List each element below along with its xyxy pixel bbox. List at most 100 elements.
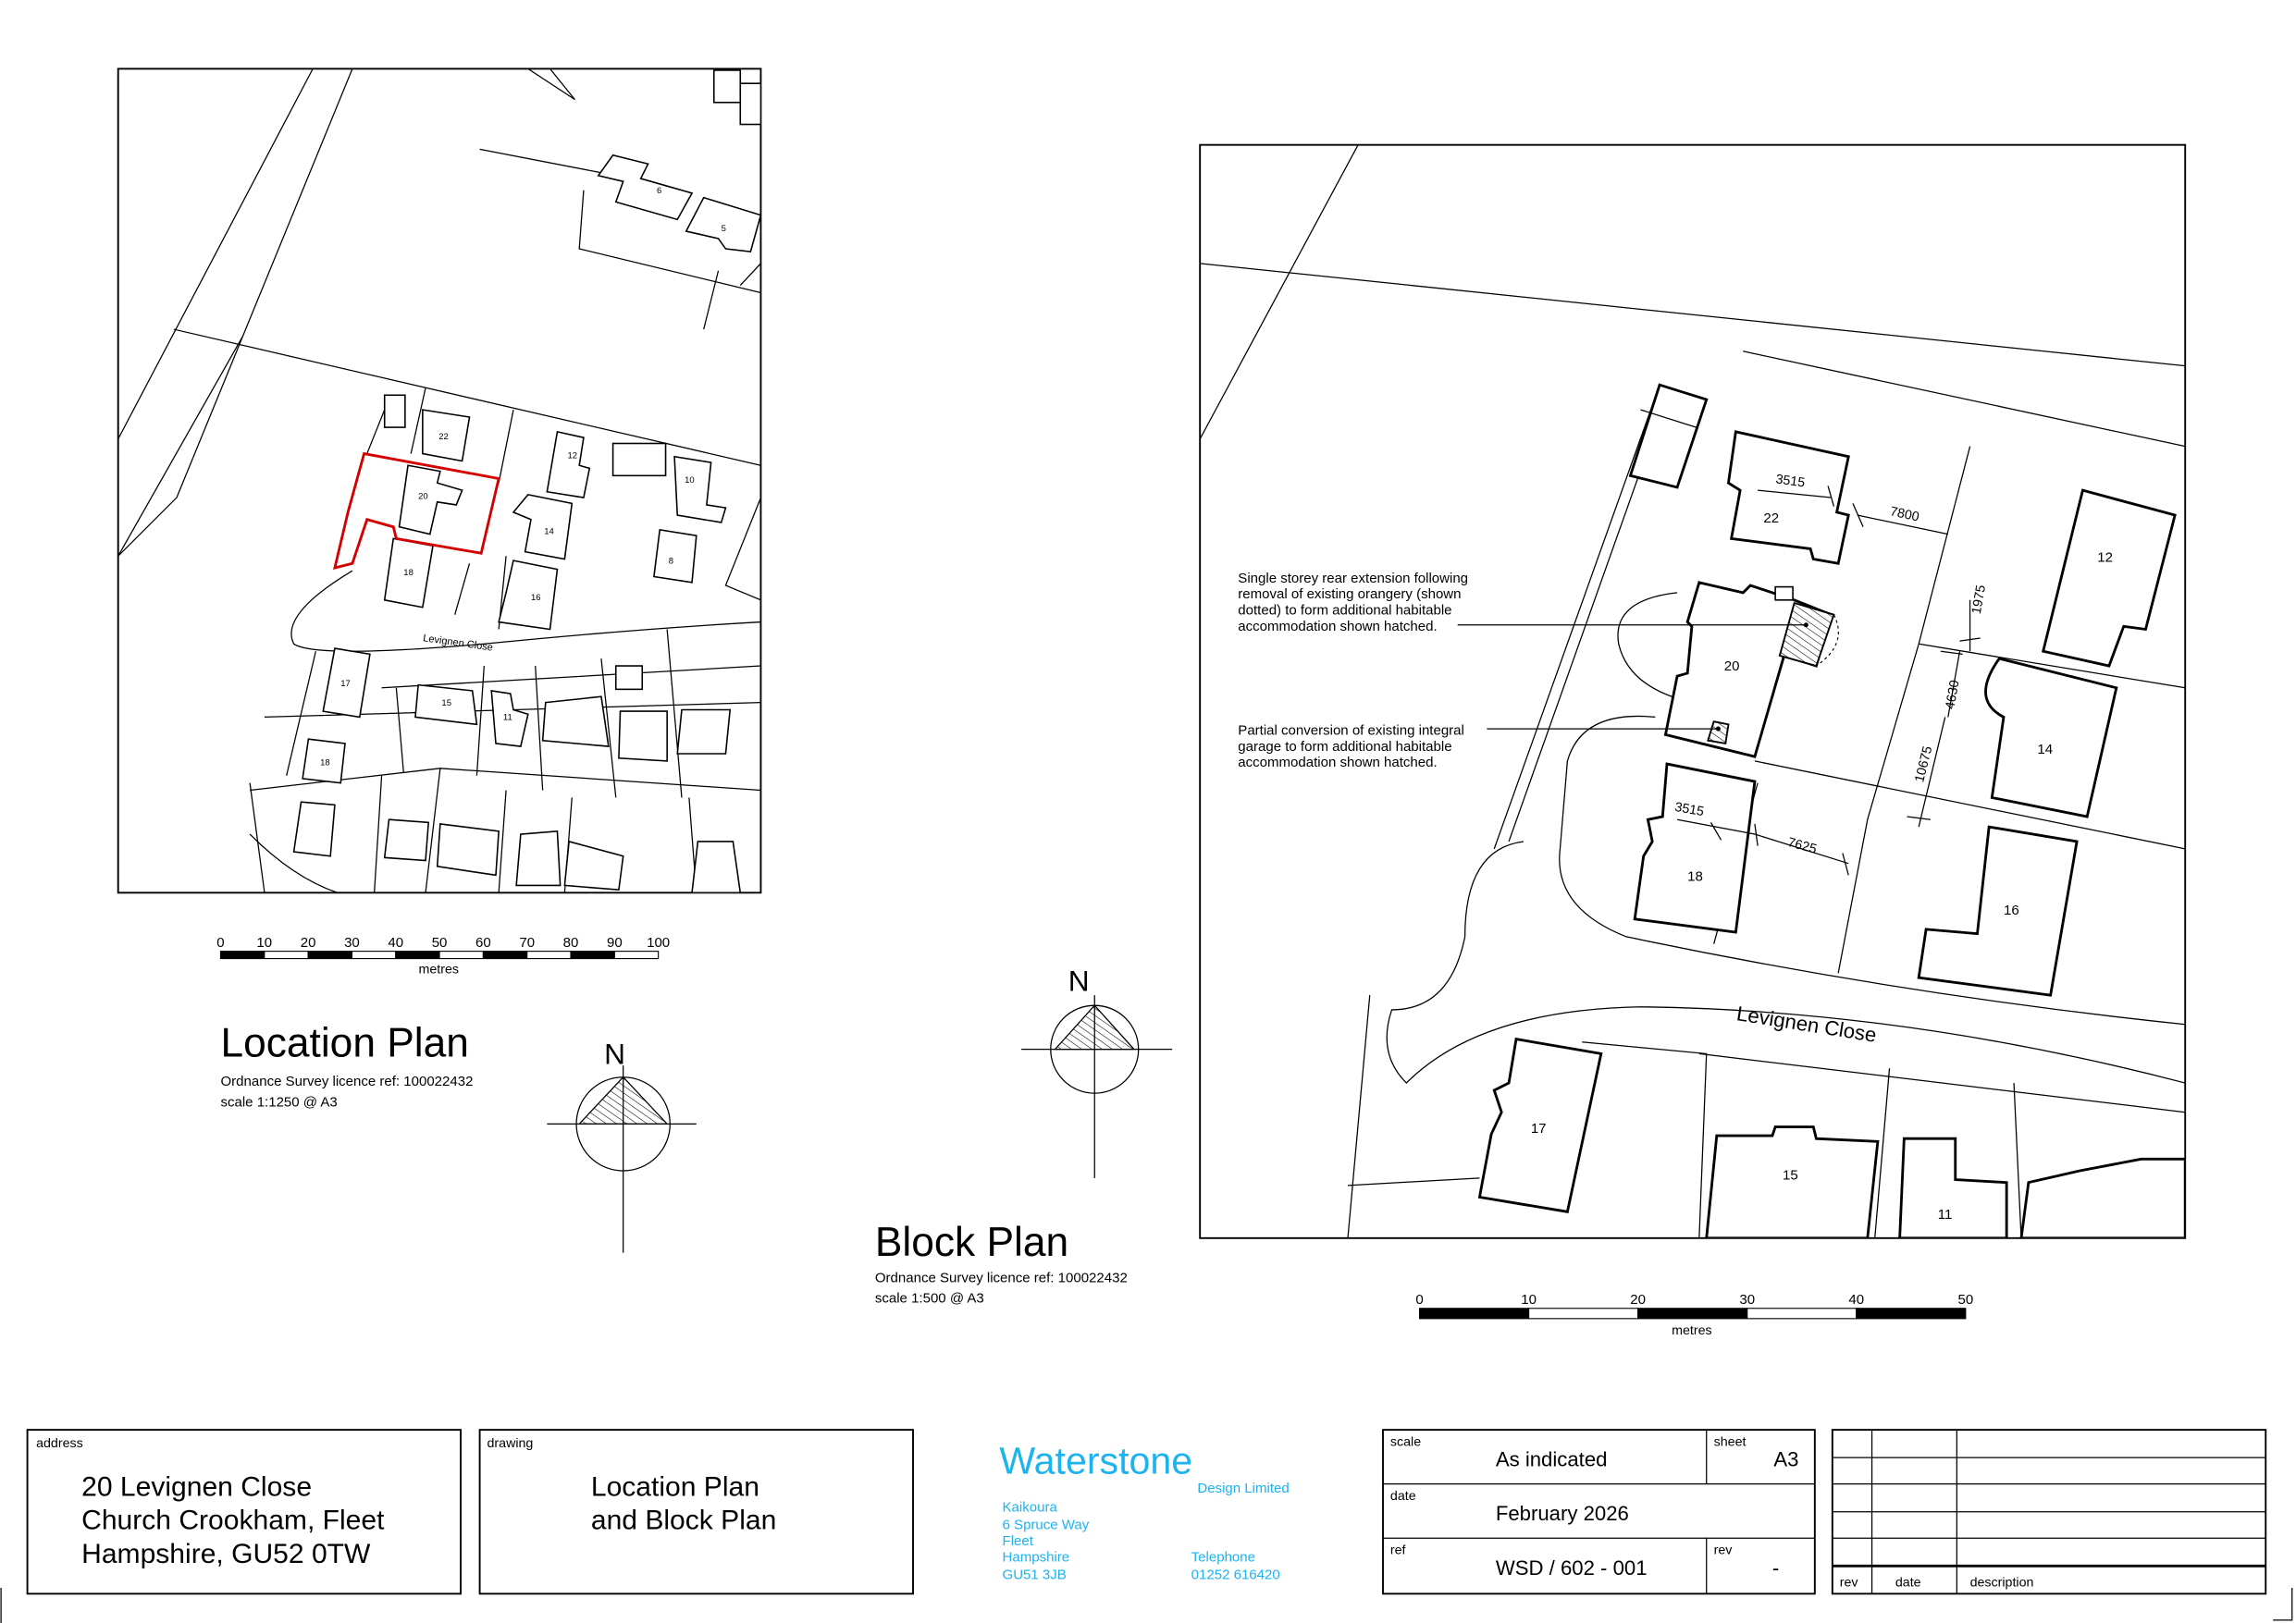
company-logo: Waterstone Design Limited: [999, 1440, 1289, 1497]
ref-value: WSD / 602 - 001: [1496, 1556, 1648, 1580]
house-number: 17: [340, 679, 351, 689]
scale-tick-label: 50: [432, 935, 448, 951]
scale-segment: [219, 951, 265, 960]
scale-tick-label: 100: [647, 935, 670, 951]
scale-tick-label: 20: [301, 935, 316, 951]
address-label: address: [36, 1436, 83, 1451]
ref-label: ref: [1390, 1543, 1406, 1558]
house-number: 11: [503, 713, 512, 723]
address-line: Hampshire, GU52 0TW: [81, 1539, 371, 1569]
scale-tick-label: 0: [1415, 1292, 1423, 1308]
drawing-label: drawing: [487, 1436, 533, 1451]
scale-segment: [395, 951, 440, 960]
block-plan-map: 22 12 20 14 18 16 17 15 11 Levignen Clos…: [1199, 143, 2187, 1239]
date-label: date: [1390, 1489, 1416, 1504]
house-number: 15: [1783, 1168, 1798, 1184]
scale-label: scale: [1390, 1435, 1421, 1450]
scale-tick-label: 10: [1521, 1292, 1537, 1308]
north-arrow-icon: N: [547, 1037, 697, 1253]
company-address-line: GU51 3JB: [1003, 1568, 1067, 1583]
scale-tick-label: 80: [563, 935, 579, 951]
scale-tick-label: 70: [519, 935, 535, 951]
note-line: accommodation shown hatched.: [1238, 755, 1437, 770]
scale-tick-label: 60: [475, 935, 491, 951]
note-line: dotted) to form additional habitable: [1238, 603, 1451, 619]
house-number: 11: [1938, 1207, 1953, 1223]
telephone: 01252 616420: [1191, 1568, 1280, 1583]
house-number: 16: [531, 593, 541, 603]
company-subtitle: Design Limited: [1197, 1481, 1289, 1496]
house-number: 20: [418, 492, 428, 502]
drawing-title-line: and Block Plan: [591, 1506, 776, 1536]
date-header: date: [1895, 1575, 1921, 1590]
scale-segment: [482, 951, 528, 960]
scale-value: As indicated: [1496, 1448, 1608, 1471]
sheet-value: A3: [1773, 1448, 1798, 1471]
company-address-line: Hampshire: [1003, 1550, 1070, 1566]
scale-tick-label: 30: [344, 935, 360, 951]
scale-segment: [307, 951, 352, 960]
dimension: 7800: [1889, 504, 1920, 524]
scale-segment: [1637, 1308, 1748, 1320]
drawing-title-line: Location Plan: [591, 1471, 759, 1502]
note-line: garage to form additional habitable: [1238, 739, 1451, 755]
house-number: 5: [722, 224, 726, 234]
house-number: 14: [2037, 742, 2053, 757]
location-plan-map: 6 5 22 12 10 20 14 18 8 16 17 15 11 18 L…: [117, 68, 762, 894]
house-number: 6: [657, 186, 661, 196]
scale-tick-label: 20: [1630, 1292, 1646, 1308]
scale-tick-label: 10: [256, 935, 272, 951]
scale-segment: [1747, 1308, 1858, 1320]
scale-tick-label: 90: [607, 935, 623, 951]
location-scale-bar: 0 10 20 30 40 50 60 70 80 90 100 metres: [216, 935, 670, 977]
scale-tick-label: 0: [216, 935, 224, 951]
scale-segment: [1528, 1308, 1639, 1320]
north-label: N: [1068, 964, 1090, 997]
revision-table: rev date description: [1831, 1429, 2267, 1595]
scale-segment: [1856, 1308, 1967, 1320]
house-number: 18: [1687, 869, 1703, 885]
scale-segment: [613, 951, 660, 960]
note-line: accommodation shown hatched.: [1238, 619, 1437, 634]
block-scale: scale 1:500 @ A3: [875, 1290, 984, 1306]
rev-header: rev: [1840, 1575, 1859, 1590]
scale-unit: metres: [419, 962, 460, 977]
address-line: Church Crookham, Fleet: [81, 1506, 385, 1536]
scale-segment: [264, 951, 309, 960]
scale-unit: metres: [1672, 1323, 1712, 1338]
company-address-line: Fleet: [1003, 1533, 1034, 1549]
house-number: 18: [403, 568, 414, 578]
house-number: 20: [1724, 658, 1740, 674]
dimension: 7625: [1786, 835, 1819, 857]
location-scale: scale 1:1250 @ A3: [220, 1094, 337, 1110]
company-address-line: 6 Spruce Way: [1003, 1518, 1090, 1533]
scale-tick-label: 40: [1848, 1292, 1864, 1308]
title-block: address 20 Levignen Close Church Crookha…: [26, 1429, 2267, 1595]
note-line: Single storey rear extension following: [1238, 571, 1468, 586]
note-extension: Single storey rear extension following r…: [1238, 571, 1468, 634]
scale-tick-label: 50: [1957, 1292, 1973, 1308]
house-number: 12: [568, 450, 578, 461]
dimension: 3515: [1775, 472, 1807, 490]
dimension: 4630: [1943, 679, 1962, 710]
house-number: 17: [1531, 1121, 1547, 1137]
scale-segment: [438, 951, 484, 960]
house-number: 16: [2004, 903, 2019, 918]
location-licence: Ordnance Survey licence ref: 100022432: [220, 1074, 473, 1089]
road-label: Levignen Close: [1735, 1002, 1879, 1047]
scale-segment: [570, 951, 615, 960]
telephone-label: Telephone: [1191, 1550, 1255, 1566]
block-plan-title: Block Plan: [875, 1220, 1068, 1265]
dimension: 10675: [1912, 744, 1935, 783]
address-line: 20 Levignen Close: [81, 1471, 312, 1502]
scale-segment: [1419, 1308, 1530, 1320]
note-line: removal of existing orangery (shown: [1238, 586, 1461, 602]
house-number: 10: [685, 475, 695, 486]
house-number: 12: [2097, 550, 2113, 566]
scale-tick-label: 40: [388, 935, 403, 951]
house-number: 18: [320, 758, 330, 768]
description-header: description: [1970, 1575, 2034, 1590]
road-label: Levignen Close: [422, 633, 493, 653]
